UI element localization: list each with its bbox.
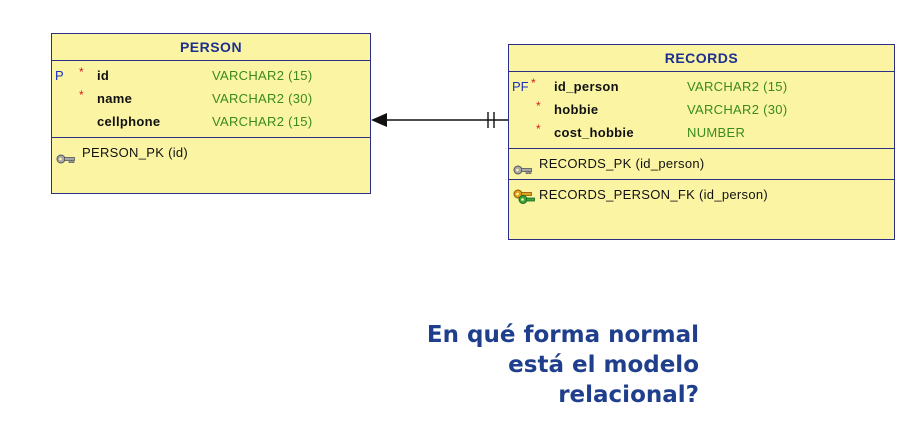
required-marker: *	[536, 99, 541, 113]
foreign-key-icon	[513, 186, 535, 216]
column-type: VARCHAR2 (30)	[212, 91, 313, 106]
question-line: está el modelo	[508, 352, 699, 378]
required-marker: *	[79, 65, 84, 79]
column-type: VARCHAR2 (15)	[687, 79, 788, 94]
entity-title: PERSON	[52, 34, 370, 61]
column-name: id	[97, 68, 110, 83]
key-flag: P	[55, 68, 64, 83]
column-name: hobbie	[554, 102, 599, 117]
key-label: RECORDS_PK (id_person)	[539, 156, 705, 171]
question-line: relacional?	[558, 382, 699, 408]
column-row: PF * id_person VARCHAR2 (15)	[509, 75, 894, 98]
primary-key-icon	[56, 146, 76, 176]
column-name: name	[97, 91, 133, 106]
column-type: NUMBER	[687, 125, 746, 140]
column-name: cost_hobbie	[554, 125, 634, 140]
column-row: * name VARCHAR2 (30)	[52, 87, 370, 110]
question-text: En qué forma normal está el modelo relac…	[427, 320, 699, 410]
column-list: PF * id_person VARCHAR2 (15) * hobbie VA…	[509, 72, 894, 149]
column-row: P * id VARCHAR2 (15)	[52, 64, 370, 87]
primary-key-row[interactable]: RECORDS_PK (id_person)	[509, 149, 894, 180]
primary-key-row[interactable]: PERSON_PK (id)	[52, 138, 370, 168]
column-name: cellphone	[97, 114, 161, 129]
key-flag: PF	[512, 79, 529, 94]
required-marker: *	[79, 88, 84, 102]
column-row: * cost_hobbie NUMBER	[509, 121, 894, 144]
entity-records[interactable]: RECORDS PF * id_person VARCHAR2 (15) * h…	[508, 44, 895, 240]
column-row: cellphone VARCHAR2 (15)	[52, 110, 370, 133]
column-type: VARCHAR2 (15)	[212, 68, 313, 83]
required-marker: *	[536, 122, 541, 136]
column-type: VARCHAR2 (30)	[687, 102, 788, 117]
entity-title: RECORDS	[509, 45, 894, 72]
primary-key-icon	[513, 157, 533, 187]
many-arrow-icon	[371, 113, 387, 127]
foreign-key-row[interactable]: RECORDS_PERSON_FK (id_person)	[509, 180, 894, 210]
column-list: P * id VARCHAR2 (15) * name VARCHAR2 (30…	[52, 61, 370, 138]
column-row: * hobbie VARCHAR2 (30)	[509, 98, 894, 121]
key-label: RECORDS_PERSON_FK (id_person)	[539, 187, 769, 202]
column-type: VARCHAR2 (15)	[212, 114, 313, 129]
entity-person[interactable]: PERSON P * id VARCHAR2 (15) * name VARCH…	[51, 33, 371, 194]
question-line: En qué forma normal	[426, 322, 699, 348]
column-name: id_person	[554, 79, 619, 94]
required-marker: *	[531, 76, 536, 90]
relationship-connector	[371, 112, 510, 128]
key-label: PERSON_PK (id)	[82, 145, 189, 160]
